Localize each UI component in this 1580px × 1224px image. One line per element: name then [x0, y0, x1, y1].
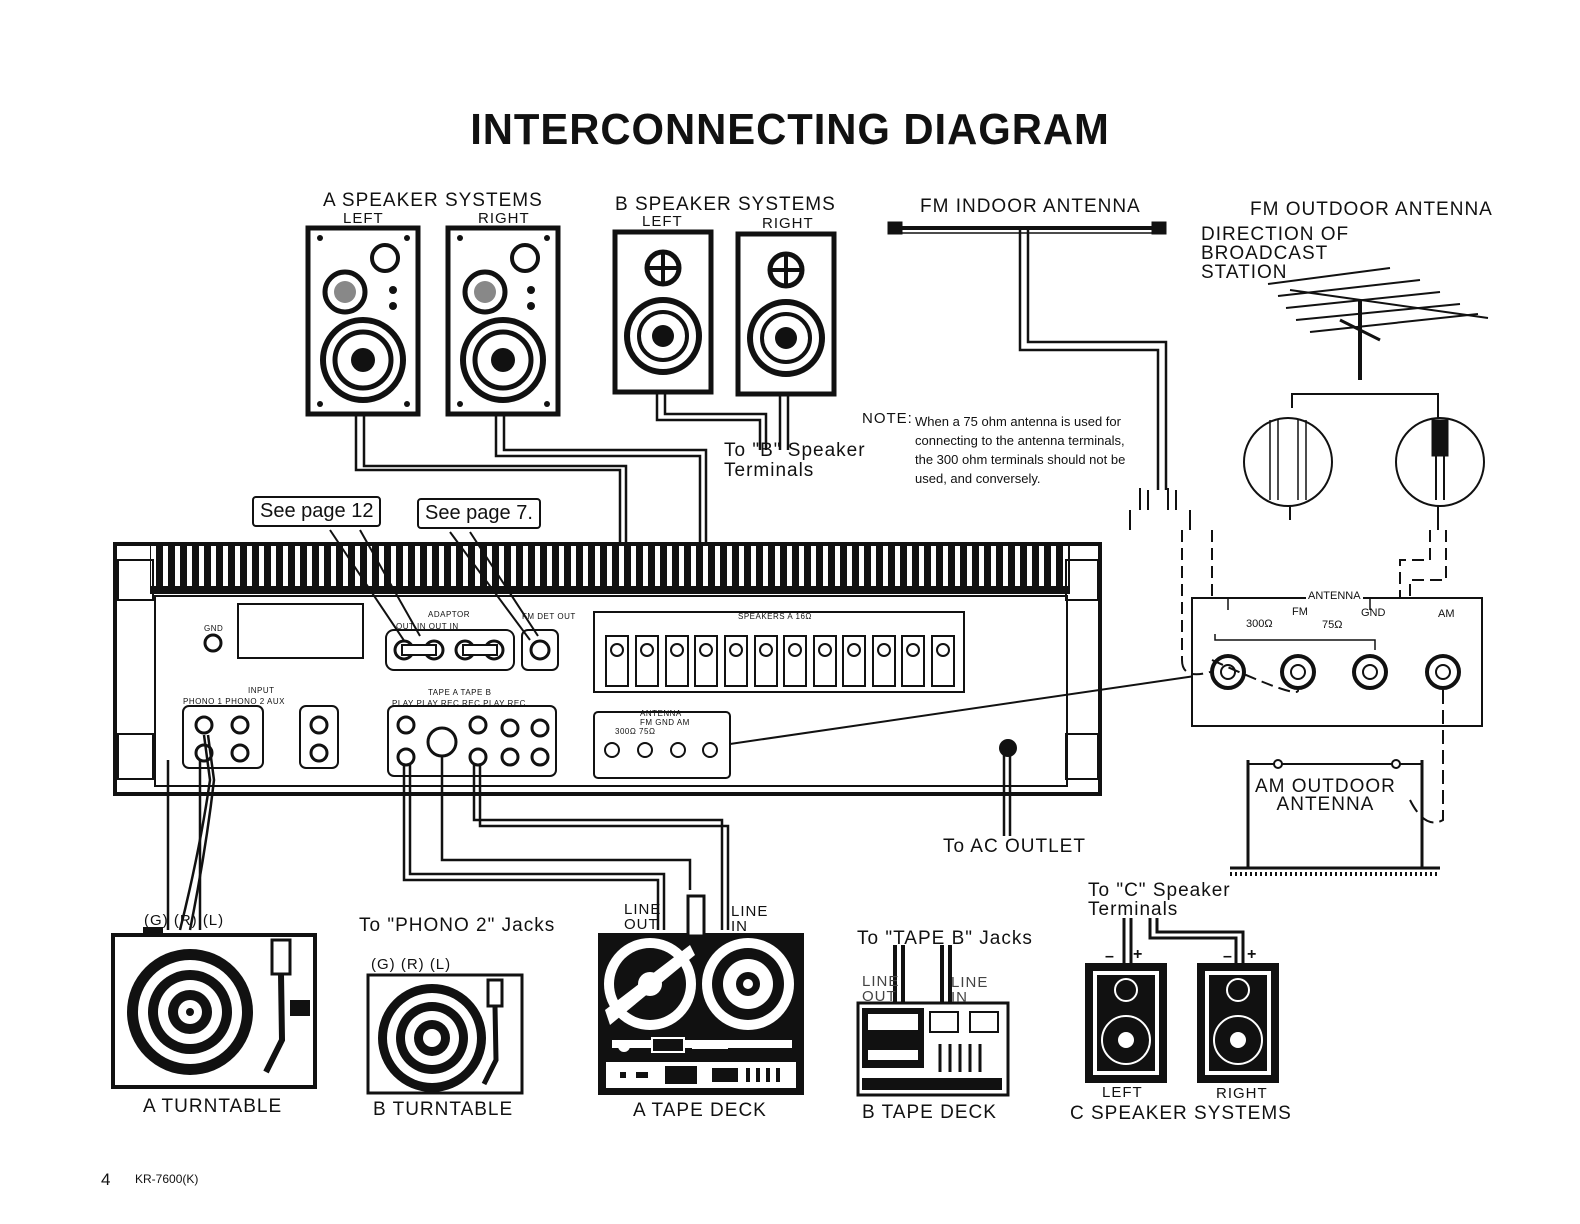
c-speaker-terminals-label: To "C" Speaker Terminals	[1088, 880, 1231, 920]
fm-outdoor-antenna	[1243, 267, 1489, 660]
antenna-panel-title: ANTENNA	[1306, 590, 1363, 602]
input-label: INPUT	[248, 686, 275, 695]
antenna-panel-am: AM	[1438, 608, 1455, 620]
fm-indoor-antenna	[887, 221, 1213, 660]
tape-label: TAPE A TAPE B	[428, 688, 492, 697]
note-label: NOTE:	[862, 410, 913, 427]
a-turntable-grl-label: (G) (R) (L)	[144, 912, 225, 929]
phono2-jacks-label: To "PHONO 2" Jacks	[359, 915, 556, 936]
c-speakers-title: C SPEAKER SYSTEMS	[1070, 1103, 1292, 1124]
c-left-plus: +	[1133, 946, 1143, 963]
see-page-7-callout: See page 7.	[417, 498, 541, 529]
tape-sub-label: PLAY PLAY REC REC PLAY REC	[392, 699, 526, 708]
see-page-12-callout: See page 12	[252, 496, 382, 527]
a-turntable-label: A TURNTABLE	[143, 1096, 283, 1117]
a-speakers-left-label: LEFT	[343, 210, 384, 227]
c-speakers	[1085, 918, 1279, 1083]
c-right-plus: +	[1247, 946, 1257, 963]
note-text: When a 75 ohm antenna is used for connec…	[915, 414, 1126, 486]
input-sub-label: PHONO 1 PHONO 2 AUX	[183, 697, 285, 706]
antenna-panel-300: 300Ω	[1246, 618, 1273, 630]
a-tape-deck	[598, 894, 804, 1095]
receiver-antenna-label: ANTENNA	[640, 709, 682, 718]
c-right-minus: –	[1223, 948, 1232, 965]
page-number: 4	[101, 1170, 111, 1189]
gnd-label: GND	[204, 624, 224, 633]
antenna-panel-75: 75Ω	[1322, 619, 1343, 631]
am-outdoor-antenna	[1230, 759, 1440, 876]
receiver-antenna-ohm-label: 300Ω 75Ω	[615, 727, 656, 736]
b-tape-deck	[856, 945, 1010, 1097]
a-tape-line-in-label: LINE IN	[731, 903, 769, 935]
a-speakers-title: A SPEAKER SYSTEMS	[323, 190, 543, 211]
page-title: INTERCONNECTING DIAGRAM	[470, 105, 1110, 154]
adaptor-sub-label: OUT IN OUT IN	[396, 622, 459, 631]
b-speakers-right-label: RIGHT	[762, 215, 814, 232]
adaptor-label: ADAPTOR	[428, 610, 471, 619]
broadcast-direction-label: DIRECTION OF BROADCAST STATION	[1201, 224, 1350, 283]
a-speaker-right	[445, 225, 561, 417]
b-turntable	[366, 973, 524, 1095]
a-speakers-right-label: RIGHT	[478, 210, 530, 227]
b-speaker-left	[612, 229, 714, 395]
fm-indoor-antenna-label: FM INDOOR ANTENNA	[920, 196, 1141, 217]
a-tape-line-out-label: LINE OUT	[624, 901, 662, 933]
device-cables	[166, 734, 1012, 931]
fm-outdoor-antenna-label: FM OUTDOOR ANTENNA	[1250, 199, 1493, 220]
receiver-rear-panel	[113, 542, 1102, 796]
speakers-terminal-label: SPEAKERS A 16Ω	[738, 612, 812, 621]
b-tape-line-in-label: LINE IN	[951, 974, 989, 1006]
antenna-panel-gnd: GND	[1361, 607, 1386, 619]
ac-outlet-label: To AC OUTLET	[943, 836, 1086, 857]
a-speaker-left	[305, 225, 421, 417]
antenna-panel-fm: FM	[1292, 606, 1308, 618]
b-speaker-terminals-label: To "B" Speaker Terminals	[724, 440, 866, 481]
model-number: KR-7600(K)	[135, 1172, 199, 1186]
c-speakers-left-label: LEFT	[1102, 1084, 1143, 1101]
b-speaker-right	[735, 231, 837, 397]
b-speakers-title: B SPEAKER SYSTEMS	[615, 194, 836, 215]
b-speaker-cables	[655, 392, 790, 450]
b-turntable-grl-label: (G) (R) (L)	[371, 956, 452, 973]
b-tape-line-out-label: LINE OUT	[862, 973, 900, 1005]
receiver-antenna-sub-label: FM GND AM	[640, 718, 690, 727]
c-left-minus: –	[1105, 948, 1114, 965]
b-tape-deck-label: B TAPE DECK	[862, 1102, 997, 1123]
callout-leaders	[329, 529, 1196, 745]
c-speakers-right-label: RIGHT	[1216, 1085, 1268, 1102]
a-tape-deck-label: A TAPE DECK	[633, 1100, 767, 1121]
tape-b-jacks-label: To "TAPE B" Jacks	[857, 928, 1033, 949]
b-turntable-label: B TURNTABLE	[373, 1099, 514, 1120]
b-speakers-left-label: LEFT	[642, 213, 683, 230]
fm-det-label: FM DET OUT	[522, 612, 576, 621]
am-outdoor-antenna-label: AM OUTDOOR ANTENNA	[1255, 776, 1396, 815]
a-turntable	[111, 927, 317, 1089]
